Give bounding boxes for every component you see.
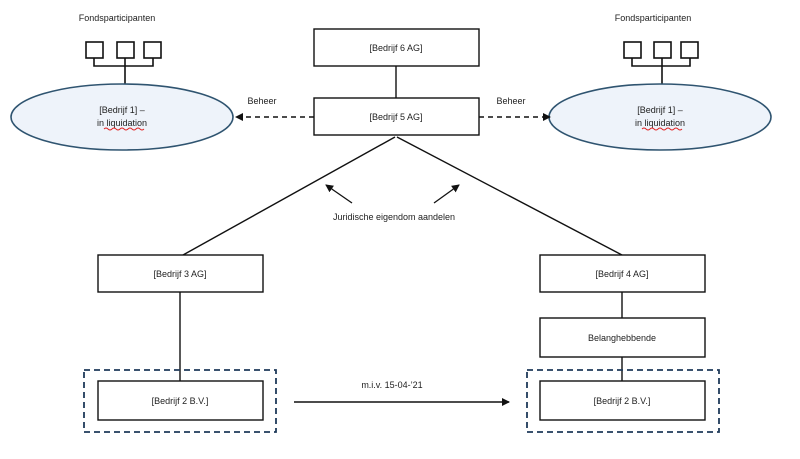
fund-left-line2: in liquidation [97,118,147,128]
participants-right-label: Fondsparticipanten [615,13,692,23]
participant-box [85,41,104,59]
node-bedrijf-6-label: [Bedrijf 6 AG] [369,43,422,53]
participant-box [653,41,672,59]
fund-right-line1: [Bedrijf 1] – [637,105,683,115]
transfer-date-label: m.i.v. 15-04-’21 [361,380,422,390]
dashed-frame-left [83,369,277,433]
node-belanghebbende-label: Belanghebbende [588,333,656,343]
beheer-label-left: Beheer [247,96,276,106]
participant-box [116,41,135,59]
node-bedrijf-5 [313,97,480,136]
fund-ellipse-left [10,83,234,151]
juridisch-label: Juridische eigendom aandelen [333,212,455,222]
juridisch-arrow-right [433,184,460,204]
participant-box [623,41,642,59]
node-belanghebbende [539,317,706,358]
ownership-line-right [396,136,623,256]
fund-left-line1: [Bedrijf 1] – [99,105,145,115]
node-bedrijf-4-label: [Bedrijf 4 AG] [595,269,648,279]
fund-ellipse-right [548,83,772,151]
node-bedrijf-5-label: [Bedrijf 5 AG] [369,112,422,122]
participant-connectors-right [631,58,691,84]
ownership-line-left [182,136,396,256]
node-bedrijf-2-right-label: [Bedrijf 2 B.V.] [594,396,651,406]
participant-box [680,41,699,59]
node-bedrijf-3-label: [Bedrijf 3 AG] [153,269,206,279]
juridisch-arrow-left [325,184,353,204]
node-bedrijf-6 [313,28,480,67]
participant-box [143,41,162,59]
fund-right-line2: in liquidation [635,118,685,128]
participant-boxes-right [623,41,699,59]
node-bedrijf-3 [97,254,264,293]
dashed-frame-right [526,369,720,433]
beheer-label-right: Beheer [496,96,525,106]
node-bedrijf-2-left-label: [Bedrijf 2 B.V.] [152,396,209,406]
spellcheck-underline-right [641,127,683,131]
participant-connectors-left [93,58,154,84]
participant-boxes-left [85,41,162,59]
node-bedrijf-2-right [539,380,706,421]
node-bedrijf-2-left [97,380,264,421]
participants-left-label: Fondsparticipanten [79,13,156,23]
spellcheck-underline-left [103,127,145,131]
